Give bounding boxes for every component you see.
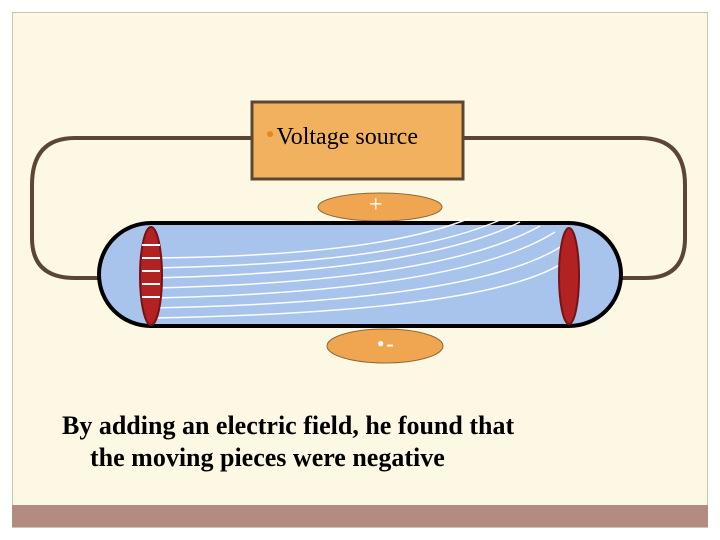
negative-plate-label: ●- — [377, 331, 394, 357]
negative-plate — [326, 328, 444, 364]
right-wire — [463, 136, 687, 280]
voltage-source-text: Voltage source — [276, 124, 418, 150]
anode-right — [558, 227, 580, 325]
cathode-left — [139, 226, 163, 326]
cathode-negative-marks — [142, 244, 160, 298]
voltage-source-box — [250, 100, 465, 181]
caption-line-2: the moving pieces were negative — [90, 443, 445, 472]
negative-plate-text: - — [386, 331, 394, 356]
bullet-icon: ● — [266, 127, 275, 142]
voltage-source-label: ●Voltage source — [266, 124, 418, 151]
slide-footer-bar — [12, 505, 708, 527]
caption: By adding an electric field, he found th… — [62, 410, 682, 474]
bullet-icon: ● — [377, 336, 385, 350]
field-lines — [149, 217, 571, 319]
positive-plate-label: + — [369, 192, 383, 218]
caption-line-1: By adding an electric field, he found th… — [62, 411, 515, 440]
left-wire — [30, 136, 252, 280]
